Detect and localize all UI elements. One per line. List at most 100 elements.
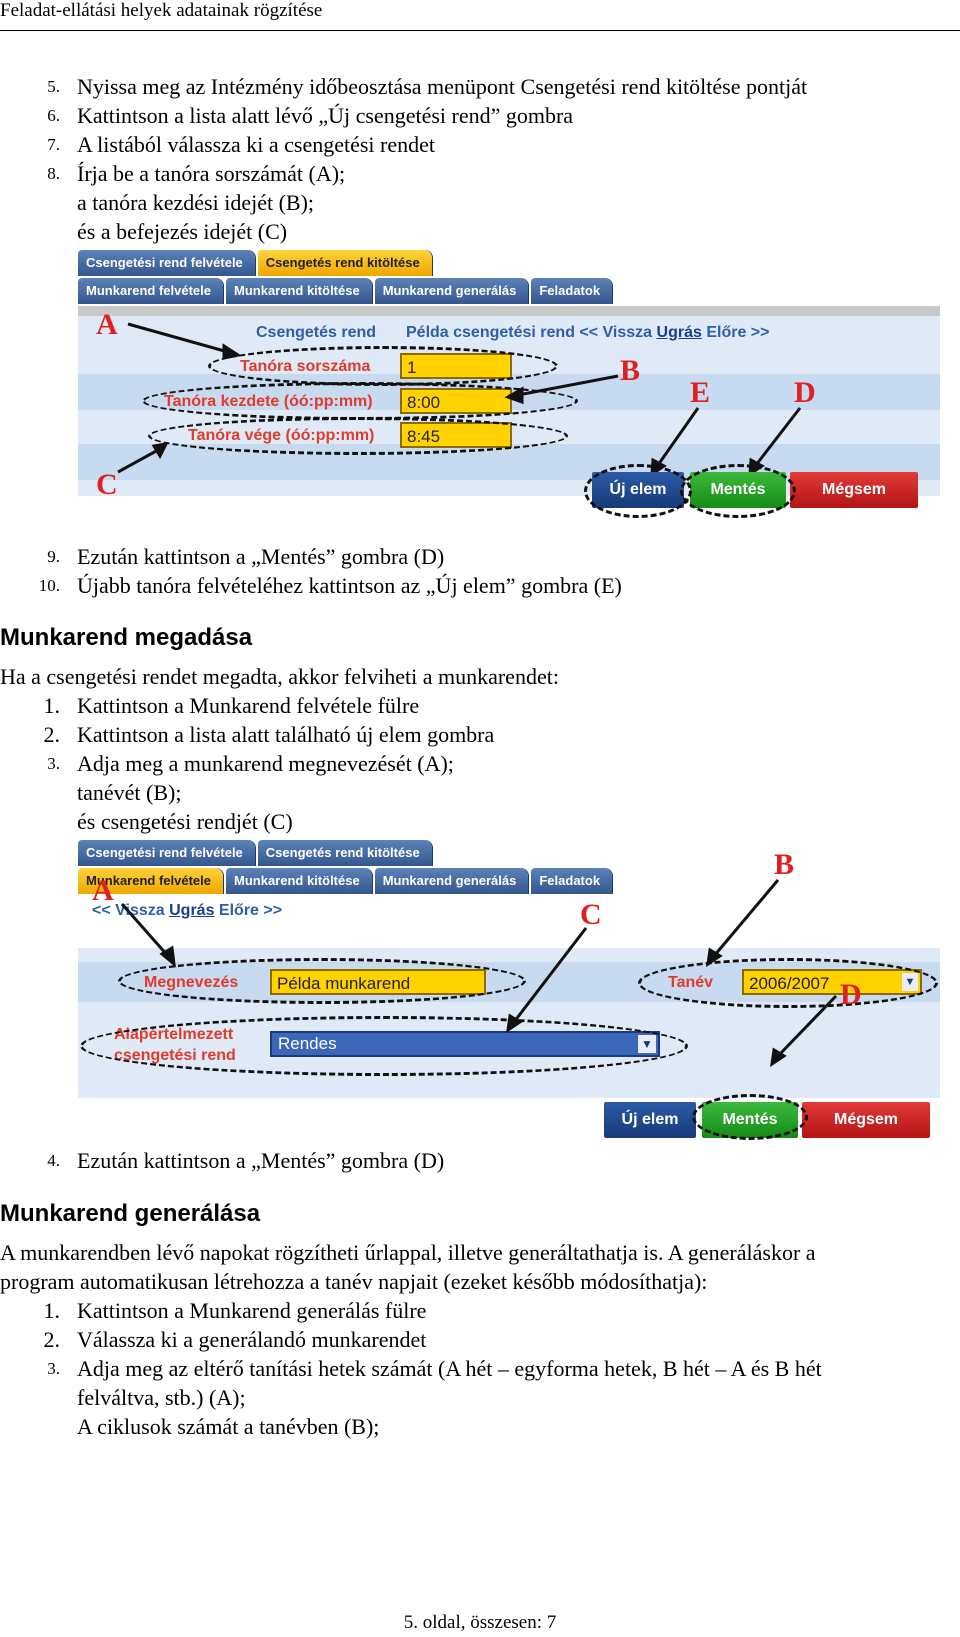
nav-suffix: Előre >> bbox=[218, 902, 283, 919]
list-text: Kattintson a lista alatt található új el… bbox=[77, 722, 495, 747]
highlight-ellipse bbox=[148, 417, 568, 455]
steps-list-a: 5. Nyissa meg az Intézmény időbeosztása … bbox=[0, 72, 960, 246]
marker-e: E bbox=[690, 376, 711, 409]
list-text: Adja meg a munkarend megnevezését (A); bbox=[77, 751, 454, 776]
list-text: Kattintson a lista alatt lévő „Új csenge… bbox=[77, 103, 574, 128]
page-footer: 5. oldal, összesen: 7 bbox=[403, 1612, 557, 1633]
list-number: 7. bbox=[47, 135, 60, 154]
steps-list-e: 1. Kattintson a Munkarend generálás fülr… bbox=[0, 1296, 960, 1441]
list-item: 5. Nyissa meg az Intézmény időbeosztása … bbox=[0, 72, 960, 101]
list-item-continuation: felváltva, stb.) (A); bbox=[0, 1383, 960, 1412]
list-text: és csengetési rendjét (C) bbox=[77, 809, 293, 834]
jump-link[interactable]: Ugrás bbox=[656, 324, 702, 341]
highlight-ellipse bbox=[142, 382, 578, 420]
list-number: 2. bbox=[43, 722, 61, 747]
list-item: 2. Kattintson a lista alatt található új… bbox=[0, 720, 960, 749]
new-item-button[interactable]: Új elem bbox=[604, 1102, 696, 1138]
list-text: felváltva, stb.) (A); bbox=[77, 1385, 246, 1410]
record-nav: Példa csengetési rend << Vissza Ugrás El… bbox=[406, 324, 769, 342]
highlight-ellipse bbox=[80, 1016, 688, 1076]
list-text: Kattintson a Munkarend generálás fülre bbox=[77, 1298, 427, 1323]
list-item: 3. Adja meg a munkarend megnevezését (A)… bbox=[0, 749, 960, 778]
list-item-continuation: tanévét (B); bbox=[0, 778, 960, 807]
highlight-ellipse bbox=[638, 958, 938, 1008]
cancel-button[interactable]: Mégsem bbox=[802, 1102, 930, 1138]
list-item: 8. Írja be a tanóra sorszámát (A); bbox=[0, 159, 960, 188]
list-item: 1. Kattintson a Munkarend generálás fülr… bbox=[0, 1296, 960, 1325]
list-number: 2. bbox=[43, 1327, 61, 1352]
tab-bell-schedule-create[interactable]: Csengetési rend felvétele bbox=[78, 250, 255, 276]
tab-work-schedule-fill[interactable]: Munkarend kitöltése bbox=[226, 278, 372, 304]
tab-tasks[interactable]: Feladatok bbox=[531, 278, 613, 304]
marker-b: B bbox=[620, 354, 641, 387]
marker-b: B bbox=[774, 848, 795, 881]
tab-bell-schedule-fill[interactable]: Csengetés rend kitöltése bbox=[257, 840, 432, 866]
list-text: a tanóra kezdési idejét (B); bbox=[77, 190, 315, 215]
steps-list-b: 9. Ezután kattintson a „Mentés” gombra (… bbox=[0, 542, 960, 600]
marker-c: C bbox=[96, 468, 118, 501]
highlight-ellipse bbox=[680, 464, 796, 518]
list-item-continuation: a tanóra kezdési idejét (B); bbox=[0, 188, 960, 217]
list-item-continuation: és csengetési rendjét (C) bbox=[0, 807, 960, 836]
list-text: Ezután kattintson a „Mentés” gombra (D) bbox=[77, 544, 445, 569]
list-number: 3. bbox=[47, 754, 60, 773]
list-number: 1. bbox=[43, 1298, 61, 1323]
list-number: 10. bbox=[38, 576, 60, 595]
nav-prefix: Példa csengetési rend << Vissza bbox=[406, 324, 653, 341]
marker-d: D bbox=[794, 376, 816, 409]
highlight-ellipse bbox=[584, 464, 692, 518]
cancel-button[interactable]: Mégsem bbox=[790, 472, 918, 508]
tab-row-top: Csengetési rend felvétele Csengetés rend… bbox=[78, 840, 435, 866]
separator-strip bbox=[78, 306, 940, 316]
list-text: A listából válassza ki a csengetési rend… bbox=[77, 132, 435, 157]
list-item-continuation: A ciklusok számát a tanévben (B); bbox=[0, 1412, 960, 1441]
marker-a: A bbox=[92, 874, 114, 907]
tab-work-schedule-generate[interactable]: Munkarend generálás bbox=[374, 278, 529, 304]
marker-a: A bbox=[96, 308, 118, 341]
list-item: 9. Ezután kattintson a „Mentés” gombra (… bbox=[0, 542, 960, 571]
list-text: Újabb tanóra felvételéhez kattintson az … bbox=[77, 573, 622, 598]
list-text: Válassza ki a generálandó munkarendet bbox=[77, 1327, 427, 1352]
list-item: 10. Újabb tanóra felvételéhez kattintson… bbox=[0, 571, 960, 600]
tab-row-bottom: Munkarend felvétele Munkarend kitöltése … bbox=[78, 278, 615, 304]
list-text: Kattintson a Munkarend felvétele fülre bbox=[77, 693, 420, 718]
tab-work-schedule-fill[interactable]: Munkarend kitöltése bbox=[226, 868, 372, 894]
list-item: 2. Válassza ki a generálandó munkarendet bbox=[0, 1325, 960, 1354]
steps-list-d: 4. Ezután kattintson a „Mentés” gombra (… bbox=[0, 1146, 960, 1175]
nav-suffix: Előre >> bbox=[706, 324, 770, 341]
section-intro-line1: A munkarendben lévő napokat rögzítheti ű… bbox=[0, 1240, 816, 1265]
section-heading: Munkarend generálása bbox=[0, 1200, 261, 1227]
highlight-ellipse bbox=[118, 958, 526, 1004]
screenshot-work-schedule: Csengetési rend felvétele Csengetés rend… bbox=[78, 840, 940, 1140]
jump-link[interactable]: Ugrás bbox=[169, 902, 215, 919]
tab-work-schedule-create[interactable]: Munkarend felvétele bbox=[78, 278, 223, 304]
list-text: Ezután kattintson a „Mentés” gombra (D) bbox=[77, 1148, 445, 1173]
tab-bell-schedule-create[interactable]: Csengetési rend felvétele bbox=[78, 840, 255, 866]
section-intro: Ha a csengetési rendet megadta, akkor fe… bbox=[0, 664, 559, 689]
list-item: 3. Adja meg az eltérő tanítási hetek szá… bbox=[0, 1354, 960, 1383]
list-item: 6. Kattintson a lista alatt lévő „Új cse… bbox=[0, 101, 960, 130]
list-number: 5. bbox=[47, 77, 60, 96]
marker-c: C bbox=[580, 898, 602, 931]
tab-work-schedule-create[interactable]: Munkarend felvétele bbox=[78, 868, 223, 894]
section-label: Csengetés rend bbox=[256, 324, 377, 341]
list-text: és a befejezés idejét (C) bbox=[77, 219, 288, 244]
tab-tasks[interactable]: Feladatok bbox=[531, 868, 613, 894]
list-item: 4. Ezután kattintson a „Mentés” gombra (… bbox=[0, 1146, 960, 1175]
tab-row-top: Csengetési rend felvétele Csengetés rend… bbox=[78, 250, 435, 276]
tab-work-schedule-generate[interactable]: Munkarend generálás bbox=[374, 868, 529, 894]
list-text: A ciklusok számát a tanévben (B); bbox=[77, 1414, 380, 1439]
screenshot-bell-schedule: Csengetési rend felvétele Csengetés rend… bbox=[78, 250, 940, 538]
list-text: tanévét (B); bbox=[77, 780, 182, 805]
highlight-ellipse bbox=[208, 346, 558, 386]
list-item-continuation: és a befejezés idejét (C) bbox=[0, 217, 960, 246]
list-number: 9. bbox=[47, 547, 60, 566]
list-item: 1. Kattintson a Munkarend felvétele fülr… bbox=[0, 691, 960, 720]
steps-list-c: 1. Kattintson a Munkarend felvétele fülr… bbox=[0, 691, 960, 836]
list-number: 4. bbox=[47, 1151, 60, 1170]
tab-row-bottom: Munkarend felvétele Munkarend kitöltése … bbox=[78, 868, 615, 894]
list-number: 8. bbox=[47, 164, 60, 183]
marker-d: D bbox=[840, 978, 862, 1011]
tab-bell-schedule-fill[interactable]: Csengetés rend kitöltése bbox=[257, 250, 432, 276]
list-number: 3. bbox=[47, 1359, 60, 1378]
